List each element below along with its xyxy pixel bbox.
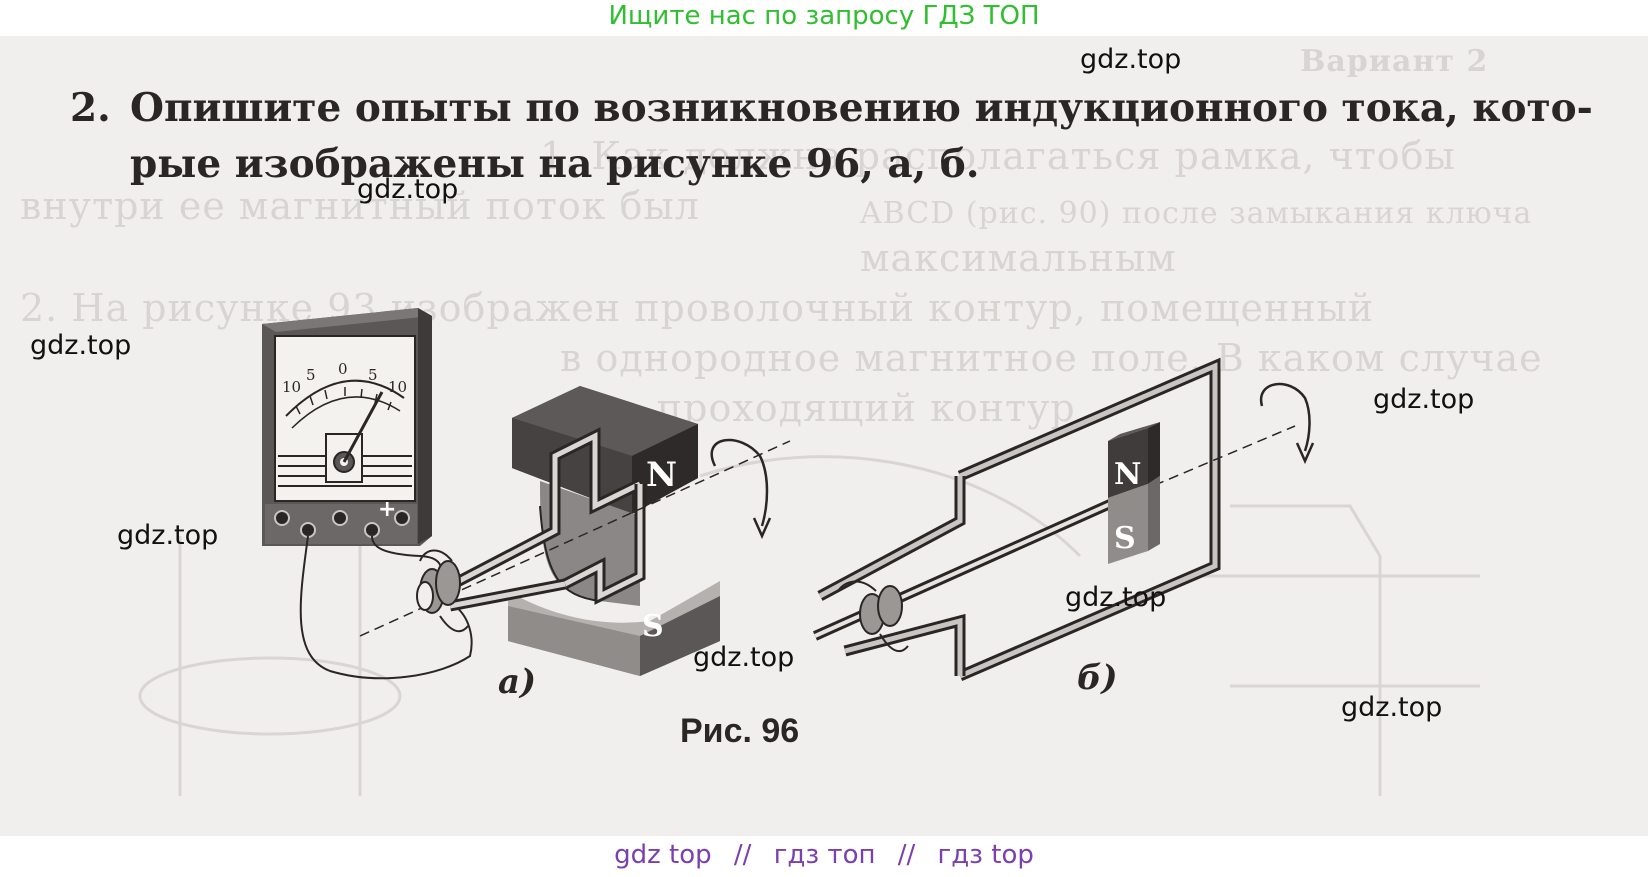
figure-label-b: б)	[1077, 658, 1118, 698]
figure-96: 10 5 0 5 10	[138, 308, 1480, 796]
bleed-line-6: в однородное магнитное поле. В каком слу…	[560, 336, 1543, 380]
footer-bar: gdz top // гдз топ // гдз top	[0, 836, 1648, 877]
footer-link[interactable]: гдз top	[937, 840, 1034, 870]
watermark: gdz.top	[693, 642, 795, 673]
banner-text[interactable]: Ищите нас по запросу ГДЗ ТОП	[608, 1, 1040, 31]
watermark: gdz.top	[1341, 692, 1443, 723]
bleed-line-5: 2. На рисунке 93 изображен проволочный к…	[20, 286, 1375, 330]
bleed-line-2: внутри ее магнитный поток был	[20, 184, 700, 228]
bar-magnet: N S	[1108, 422, 1160, 564]
magnet-a-south: S	[642, 609, 664, 644]
watermark: gdz.top	[1373, 384, 1475, 415]
figure-caption: Рис. 96	[680, 712, 800, 750]
watermark: gdz.top	[117, 520, 219, 551]
bleed-line-1: 1. Как должна располагаться рамка, чтобы	[540, 134, 1456, 178]
meter-scale-label: 10	[388, 378, 407, 396]
footer-link[interactable]: gdz top	[614, 840, 712, 870]
rotating-loop-b	[812, 357, 1315, 682]
magnet-a-north: N	[646, 455, 677, 495]
meter-scale-label: 5	[306, 366, 316, 384]
galvanometer: 10 5 0 5 10	[262, 308, 432, 546]
meter-scale-label: 0	[338, 360, 348, 378]
question-line-1: Опишите опыты по возникновению индукцион…	[130, 85, 1593, 131]
bleed-heading: Вариант 2	[1300, 44, 1489, 79]
meter-scale-label: 10	[282, 378, 301, 396]
bleed-line-4: ABCD (рис. 90) после замыкания ключа	[860, 196, 1533, 231]
bleed-diagram	[138, 455, 1480, 796]
footer-separator: //	[733, 840, 752, 870]
textbook-page: Вариант 2 1. Как должна располагаться ра…	[0, 36, 1648, 836]
meter-plus: +	[378, 497, 396, 522]
rotating-loop-a	[359, 427, 791, 637]
meter-scale: 10 5 0 5 10	[282, 360, 407, 396]
magnet-b-north: N	[1114, 457, 1141, 492]
question-number: 2.	[70, 85, 111, 131]
question-line-2: рые изображены на рисунке 96, а, б.	[130, 141, 980, 187]
figure-label-a: а)	[498, 662, 537, 702]
horseshoe-magnet: N S	[508, 386, 720, 676]
meter-scale-label: 5	[368, 366, 378, 384]
watermark: gdz.top	[30, 330, 132, 361]
footer-link[interactable]: гдз топ	[773, 840, 876, 870]
watermark: gdz.top	[1080, 44, 1182, 75]
magnet-b-south: S	[1114, 521, 1136, 556]
bleed-line-3: максимальным	[860, 236, 1177, 280]
watermark: gdz.top	[357, 174, 459, 205]
watermark: gdz.top	[1065, 582, 1167, 613]
footer-separator: //	[897, 840, 916, 870]
top-banner[interactable]: Ищите нас по запросу ГДЗ ТОП	[0, 0, 1648, 36]
